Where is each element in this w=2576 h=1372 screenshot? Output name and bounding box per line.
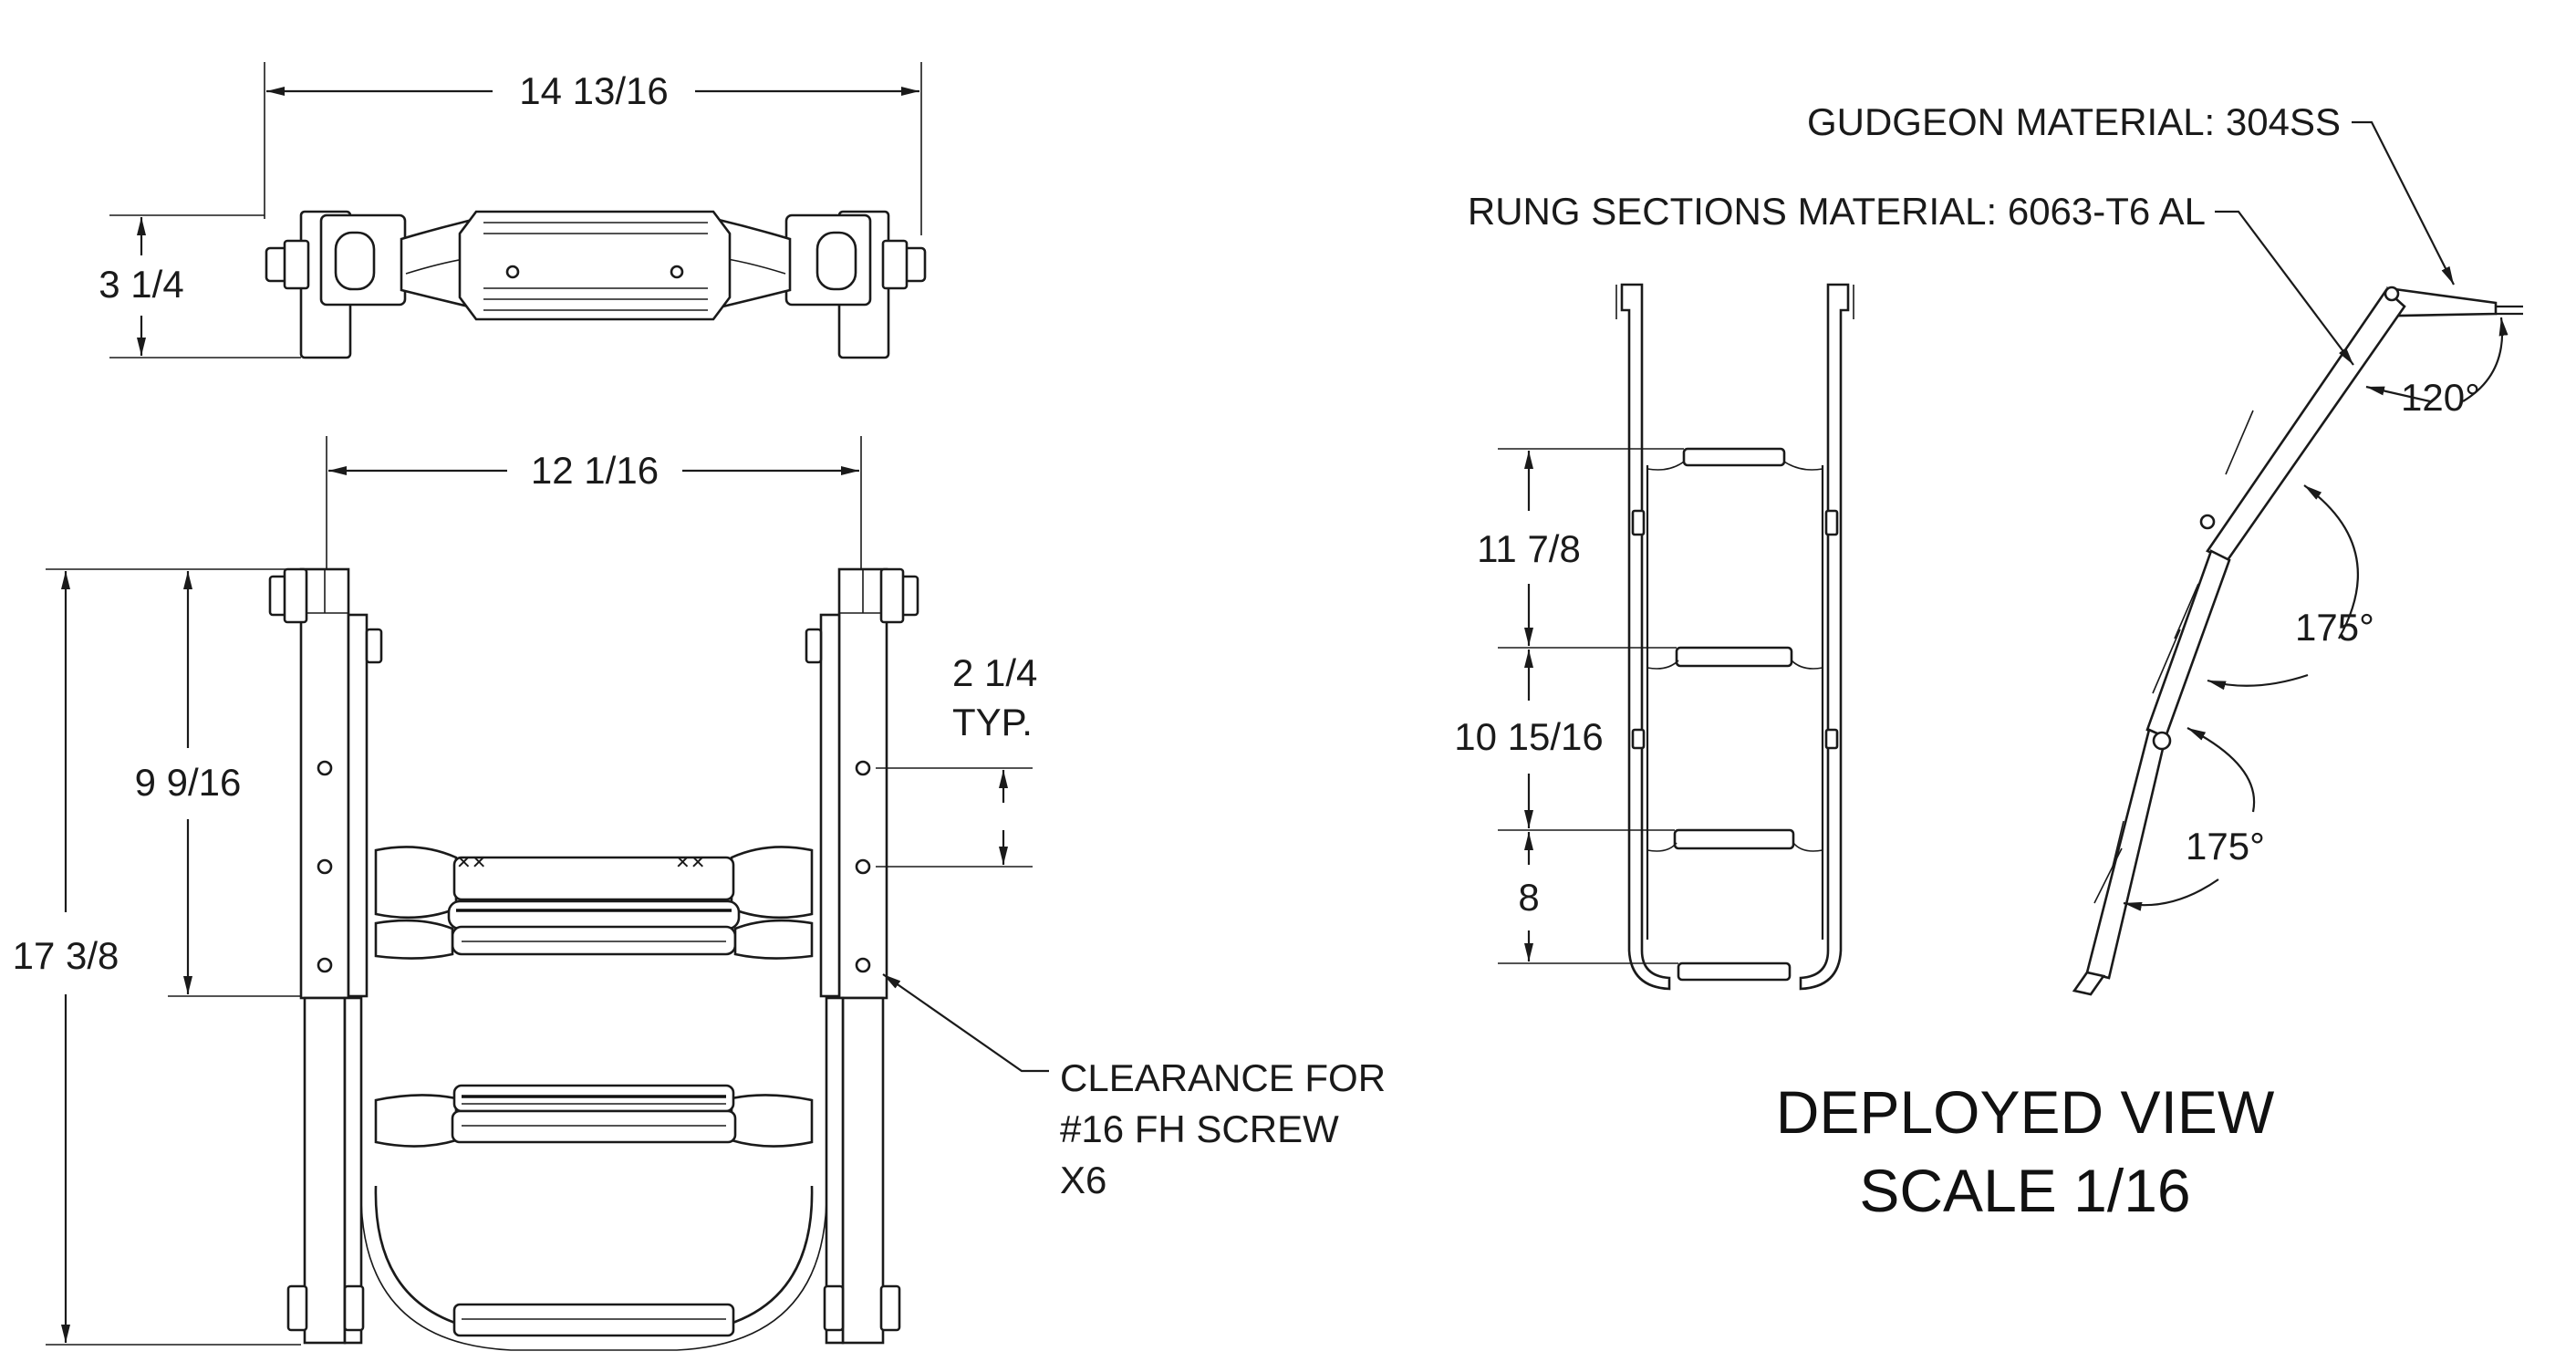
dim-front-width: 12 1/16 (531, 449, 659, 492)
top-view (109, 62, 927, 359)
clearance-note-line1: CLEARANCE FOR (1060, 1056, 1386, 1099)
svg-text:✕✕: ✕✕ (456, 853, 487, 873)
gudgeon-material-note: GUDGEON MATERIAL: 304SS (1807, 100, 2341, 143)
angle-175-upper: 175° (2295, 606, 2374, 649)
deployed-view-scale: SCALE 1/16 (1859, 1157, 2190, 1224)
deployed-view-title: DEPLOYED VIEW (1776, 1078, 2275, 1146)
dim-hole-spacing-note: TYP. (952, 701, 1033, 743)
dim-hole-spacing: 2 1/4 (952, 651, 1037, 694)
clearance-note-line2: #16 FH SCREW (1060, 1107, 1339, 1150)
angle-120: 120° (2401, 376, 2480, 419)
dim-rung-1: 11 7/8 (1477, 527, 1581, 570)
deployed-side-view (2072, 120, 2523, 996)
clearance-note-line3: X6 (1060, 1159, 1106, 1201)
svg-text:✕✕: ✕✕ (675, 853, 706, 873)
angle-175-lower: 175° (2186, 825, 2265, 868)
dim-top-height: 3 1/4 (99, 263, 183, 306)
dim-top-width: 14 13/16 (519, 69, 669, 112)
dim-front-upper-height: 9 9/16 (135, 761, 242, 804)
dim-rung-3: 8 (1518, 876, 1539, 919)
front-view: ✕✕ ✕✕ (46, 436, 1049, 1351)
dim-front-total-height: 17 3/8 (13, 934, 119, 977)
deployed-front-view (1498, 283, 1854, 991)
rung-sections-material-note: RUNG SECTIONS MATERIAL: 6063-T6 AL (1468, 190, 2206, 233)
dim-rung-2: 10 15/16 (1454, 715, 1604, 758)
